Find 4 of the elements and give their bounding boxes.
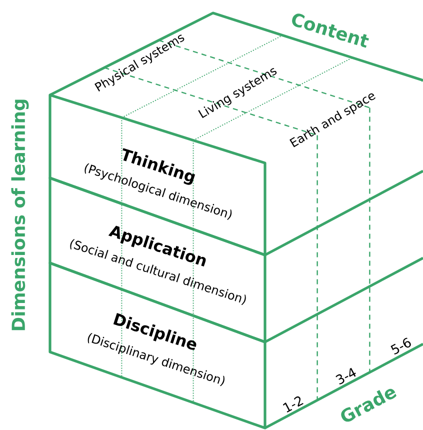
grade-label: 1-2	[282, 396, 304, 412]
grade-label: 3-4	[336, 368, 356, 384]
axis-label: Dimensions of learning	[11, 100, 29, 330]
grade-label: 5-6	[390, 338, 411, 354]
